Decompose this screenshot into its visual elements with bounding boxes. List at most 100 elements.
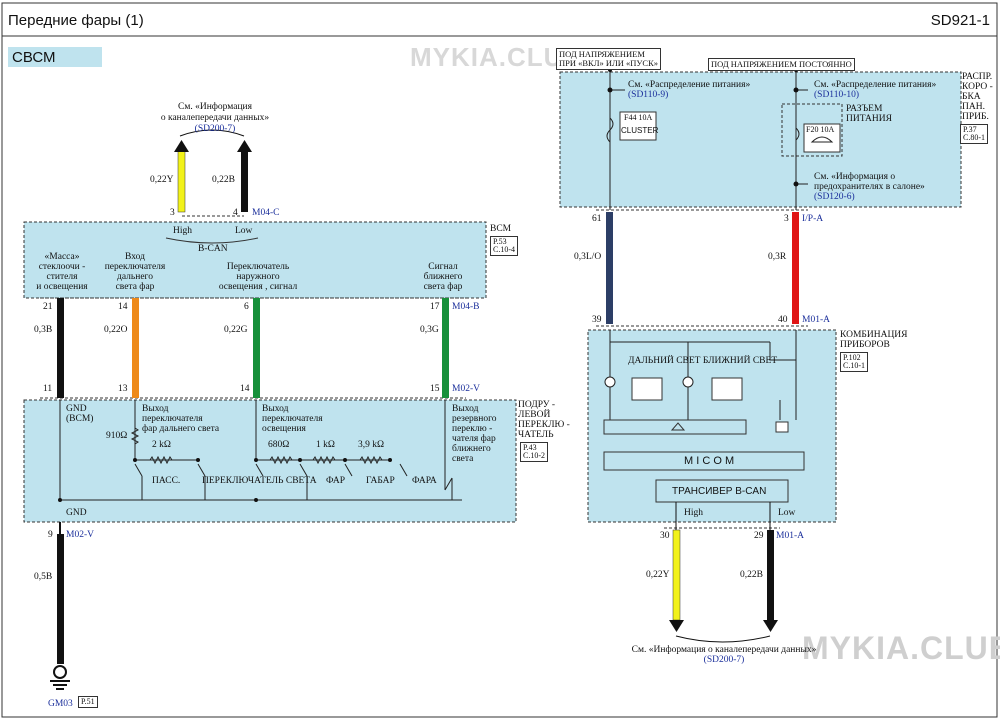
pin-29: 29 (754, 531, 764, 541)
conn-m01a-2: M01-A (776, 531, 804, 541)
wire-0-5b (57, 534, 64, 664)
r-2k: 2 kΩ (152, 440, 171, 450)
wire-label-b-bot: 0,22B (740, 570, 763, 580)
high-label: High (173, 226, 192, 236)
pin-top-2: 6 (244, 302, 249, 312)
wire-yellow-top (177, 149, 186, 213)
pos-switch: ПЕРЕКЛЮЧАТЕЛЬ СВЕТА (202, 476, 317, 486)
conn-m02v-2: M02-V (66, 530, 94, 540)
pin-bot-0: 11 (43, 384, 53, 394)
wire-black-top (241, 150, 248, 212)
conn-m04c: M04-C (252, 208, 280, 218)
col3-label: Переключатель наружного освещения , сигн… (218, 262, 298, 292)
wire-label-0-5b: 0,5B (34, 572, 53, 582)
low-label-r: Low (778, 508, 796, 518)
gnd-bcm-label: GND (BCM) (66, 404, 94, 424)
pos-fara: ФАРА (412, 476, 437, 486)
r-910: 910Ω (106, 431, 128, 441)
pin-bot-2: 14 (240, 384, 250, 394)
pin-top-0: 21 (43, 302, 53, 312)
wire-label-2: 0,22G (224, 325, 248, 335)
col1-label: «Масса» стеклоочи - стителя и освещения (36, 252, 88, 292)
ref-bot-code: (SD200-7) (703, 655, 745, 665)
arrow-up-y (174, 140, 189, 152)
wire-0-3b (57, 298, 64, 398)
page-title: Передние фары (1) (8, 12, 144, 29)
wire-label-top-b: 0,22B (212, 175, 235, 185)
pin-top-3: 17 (430, 302, 440, 312)
switch-panel (23, 399, 517, 523)
out3-label: Выход резервного переклю - чателя фар бл… (452, 404, 497, 464)
box-label: РАСПР. КОРО - БКА ПАН. ПРИБ. (962, 72, 993, 122)
pos-pass: ПАСС. (152, 476, 181, 486)
lamp-text: ДАЛЬНИЙ СВЕТ БЛИЖНИЙ СВЕТ (628, 356, 778, 366)
ref-top-line2: о каналепередачи данных» (160, 113, 270, 123)
high-label-r: High (684, 508, 703, 518)
out1-label: Выход переключателя фар дальнего света (142, 404, 220, 434)
pin-61: 61 (592, 214, 602, 224)
low-label: Low (235, 226, 253, 236)
pin-30: 30 (660, 531, 670, 541)
r-680: 680Ω (268, 440, 290, 450)
pin-9: 9 (48, 530, 53, 540)
pin-bot-3: 15 (430, 384, 440, 394)
section-title: СВСМ (12, 49, 56, 66)
out2-label: Выход переключателя освещения (262, 404, 323, 434)
pos-gabar: ГАБАР (366, 476, 395, 486)
wire-black-bot (767, 530, 774, 620)
bcm-label: BCM (490, 224, 512, 234)
ref3-line1: См. «Информация о (814, 172, 896, 182)
ref1-line1: См. «Распределение питания» (628, 80, 751, 90)
fuse1-label: CLUSTER (621, 126, 659, 135)
under-const-box: ПОД НАПРЯЖЕНИЕМ ПОСТОЯННО (708, 58, 855, 71)
wire-0-3lo (606, 212, 613, 324)
conn-m01a: M01-A (802, 315, 830, 325)
pin-top-1: 14 (118, 302, 128, 312)
switch-label: ПОДРУ - ЛЕВОЙ ПЕРЕКЛЮ - ЧАТЕЛЬ (518, 400, 570, 440)
ref1-code: (SD110-9) (628, 90, 669, 100)
pin-bot-1: 13 (118, 384, 128, 394)
conn-label: РАЗЪЕМ ПИТАНИЯ (846, 104, 892, 124)
switch-internals (59, 400, 462, 501)
transceiver-block (655, 479, 789, 503)
conn-ipa: I/P-A (802, 214, 824, 224)
fuse2-name: F20 10A (806, 125, 835, 134)
section-band (8, 47, 102, 67)
wire-0-3r (792, 212, 799, 324)
ref2-code: (SD110-10) (814, 90, 860, 100)
conn-m02v: M02-V (452, 384, 480, 394)
r-1k: 1 kΩ (316, 440, 335, 450)
ref3-line2: предохранителях в салоне» (814, 182, 925, 192)
pin-3r: 3 (784, 214, 789, 224)
bcm-panel (23, 221, 487, 299)
ref-bot-line1: См. «Информация о каналепередачи данных» (631, 645, 817, 655)
gm-page: P.51 (78, 696, 98, 708)
ref3-code: (SD120-6) (814, 192, 855, 202)
wire-label-top-y: 0,22Y (150, 175, 174, 185)
wire-label-y-bot: 0,22Y (646, 570, 670, 580)
pin-3: 3 (170, 208, 175, 218)
gm03-label: GM03 (48, 699, 73, 709)
bcan-label: B-CAN (198, 244, 228, 254)
col4-label: Сигнал ближнего света фар (423, 262, 463, 292)
micom-label: M I C O M (684, 455, 735, 467)
wire-label-3: 0,3G (420, 325, 439, 335)
transceiver-label: ТРАНСИВЕР B-CAN (672, 486, 767, 497)
wire-0-22g (253, 298, 260, 398)
micom-block (603, 451, 805, 471)
pos-far: ФАР (326, 476, 346, 486)
fuse1-name: F44 10A (624, 113, 653, 122)
wire-0-3g (442, 298, 449, 398)
ref2-line1: См. «Распределение питания» (814, 80, 937, 90)
ref-brace (179, 129, 245, 137)
gnd-label: GND (66, 508, 87, 518)
wire-label-1: 0,22O (104, 325, 128, 335)
